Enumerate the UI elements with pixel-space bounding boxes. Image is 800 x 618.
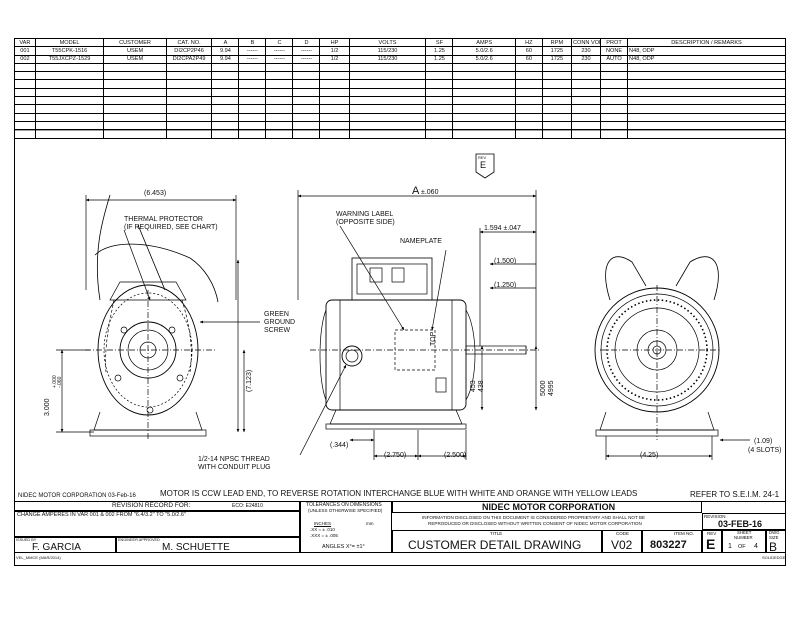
sheet-total: 4	[754, 543, 758, 550]
top-label: TOP	[430, 331, 437, 346]
tolerance-xxx: .XXX = ± .005	[310, 533, 338, 538]
issued-by-label: ISSUED BY	[16, 538, 37, 542]
sheet-label-1: SHEET	[737, 530, 752, 535]
corp-date-note: NIDEC MOTOR CORPORATION 03-Feb-16	[18, 493, 136, 499]
conduit-plug-label: WITH CONDUIT PLUG	[198, 464, 271, 471]
disclaimer-line-1: INFORMATION DISCLOSED ON THIS DOCUMENT I…	[422, 515, 646, 520]
side-view	[297, 190, 540, 460]
form-number: VEL_MMCE (MAR/2014)	[16, 555, 61, 560]
engineer-name: M. SCHUETTE	[162, 542, 230, 553]
dim-4995: 4995	[548, 380, 555, 396]
dim-7123: (7.123)	[246, 369, 253, 392]
dim-1594: 1.594 ±.047	[484, 225, 521, 232]
revision-label: REVISION	[704, 514, 726, 519]
npsc-thread-label: 1/2-14 NPSC THREAD	[198, 456, 270, 463]
eco-number: ECO: E24810	[232, 503, 263, 509]
nameplate-label: NAMEPLATE	[400, 238, 442, 245]
engineer-label: ENGINEER APPROVED	[118, 538, 160, 542]
dim-4-slots: (4 SLOTS)	[748, 447, 782, 454]
dwg-label-1: DWG	[769, 530, 780, 535]
dwg-label-2: SIZE	[769, 535, 779, 540]
dim-6453: (6.453)	[144, 190, 167, 197]
company-name: NIDEC MOTOR CORPORATION	[482, 502, 616, 512]
rev-box	[702, 530, 722, 553]
dim-453: 453	[470, 380, 477, 392]
change-text: CHANGE AMPERES IN VAR 001 & 002 FROM "6.…	[17, 512, 186, 518]
tolerance-inches: INCHES	[314, 521, 332, 526]
issued-by-box	[14, 537, 116, 553]
sheet-box	[722, 530, 766, 553]
engineer-box	[116, 537, 300, 553]
rotation-note: MOTOR IS CCW LEAD END, TO REVERSE ROTATI…	[160, 489, 638, 498]
shaft-end-view	[594, 256, 750, 460]
sheet-of: OF	[738, 544, 746, 550]
disclaimer-line-2: REPRODUCED OR DISCLOSED WITHOUT WRITTEN …	[428, 521, 642, 526]
issued-by-name: F. GARCIA	[32, 542, 81, 553]
dwg-size-box	[766, 530, 786, 553]
dim-2500: (2.500)	[444, 452, 467, 459]
dim-5000: 5000	[540, 380, 547, 396]
tolerance-mm: mm	[366, 521, 374, 526]
thermal-protector-label: THERMAL PROTECTOR	[124, 216, 203, 223]
tolerance-subheading: (UNLESS OTHERWISE SPECIFIED)	[308, 508, 383, 513]
company-box	[392, 501, 702, 513]
green-ground-label-2: GROUND	[264, 319, 296, 326]
dim-3000: 3.000	[44, 398, 51, 416]
dim-1250: (1.250)	[494, 282, 517, 289]
revision-record-label: REVISION RECORD FOR:	[112, 502, 191, 509]
bom-empty-row	[14, 129, 786, 139]
revision-date: 03-FEB-16	[718, 519, 763, 529]
rev-flag-label: REV	[478, 155, 487, 160]
dim-a-tol: ±.060	[421, 189, 439, 196]
dim-438: 438	[478, 380, 485, 392]
item-box	[642, 530, 702, 553]
item-number: 803227	[650, 539, 687, 551]
revision-record-row	[14, 501, 300, 511]
item-label: ITEM NO.	[674, 531, 694, 536]
tolerance-heading: TOLERANCES ON DIMENSIONS	[306, 502, 382, 508]
rev-value: E	[706, 536, 716, 552]
green-ground-label-3: SCREW	[264, 327, 291, 334]
revision-date-box	[702, 513, 786, 530]
rev-label: REV	[707, 531, 717, 536]
sheet-number: 1	[728, 543, 732, 550]
dim-109: (1.09)	[754, 438, 773, 445]
code-label: CODE	[616, 531, 630, 536]
dim-344: (.344)	[330, 442, 349, 449]
thermal-protector-note: (IF REQUIRED, SEE CHART)	[124, 224, 218, 231]
drawing-title: CUSTOMER DETAIL DRAWING	[408, 538, 582, 552]
dim-425: (4.25)	[640, 452, 659, 459]
title-label: TITLE	[490, 531, 503, 536]
cad-note: SOLIDEDGE	[762, 555, 786, 560]
title-box	[392, 530, 602, 553]
code-box	[602, 530, 642, 553]
green-ground-label-1: GREEN	[264, 311, 289, 318]
bom-empty-row	[14, 120, 786, 131]
rev-flag-letter: E	[480, 160, 487, 170]
sheet-label-2: NUMBER	[734, 535, 753, 540]
lead-end-view	[56, 194, 260, 440]
dim-2750: (2.750)	[384, 452, 407, 459]
dim-a: A	[412, 185, 420, 197]
dim-3000-tol-minus: -.060	[57, 376, 63, 388]
tolerance-xx: .XX = ± .010	[310, 527, 335, 532]
change-box	[14, 511, 300, 537]
warning-label-note: (OPPOSITE SIDE)	[336, 219, 395, 226]
dwg-size: B	[769, 540, 778, 554]
warning-label: WARNING LABEL	[336, 211, 394, 218]
dim-1500: (1.500)	[494, 258, 517, 265]
tolerance-angles: ANGLES X°= ±1°	[322, 544, 365, 550]
refer-note: REFER TO S.E.I.M. 24-1	[690, 490, 780, 499]
tolerance-box	[300, 501, 392, 553]
code-value: V02	[611, 538, 633, 552]
